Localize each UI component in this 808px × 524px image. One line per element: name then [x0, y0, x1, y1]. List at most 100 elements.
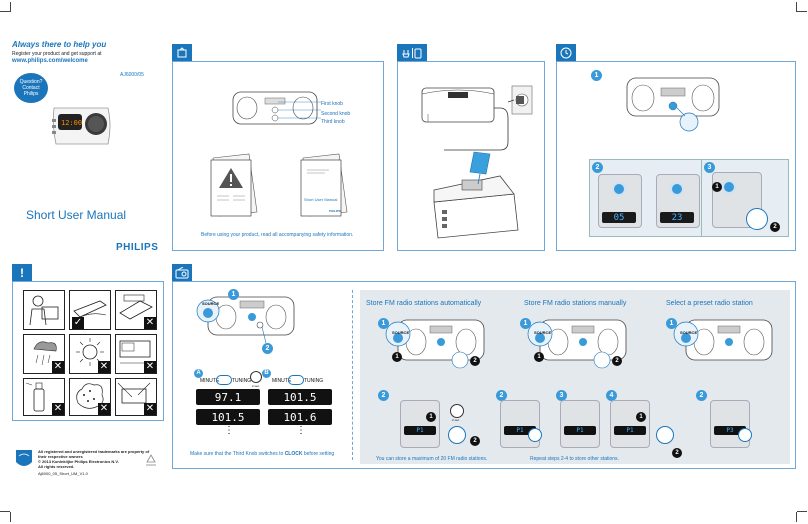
dial-icon: [722, 180, 736, 194]
knob-label-second: Second knob: [321, 111, 351, 117]
safety-cell: [23, 290, 65, 330]
tab-warning-icon: !: [12, 264, 32, 282]
safety-cell: ✕: [115, 334, 157, 374]
tuning-label: TUNING: [232, 378, 252, 384]
press-indicator-1: 1: [392, 352, 402, 362]
step-number: 2: [496, 390, 507, 401]
radio-left-area: SOURCE 1 2 A MINUTE TUNING 2 sec. 97.1 1…: [172, 281, 352, 469]
step-number: 3: [556, 390, 567, 401]
step-letter: A: [194, 369, 203, 378]
panel-setup: First knob Second knob Third knob PHILIP…: [172, 61, 384, 251]
tab-power-icon: [397, 44, 427, 62]
note-text: before setting: [302, 451, 335, 457]
legal-line: © 2013 Koninklijke Philips Electronics N…: [38, 459, 119, 464]
clock-radio-step1: [626, 77, 720, 132]
freq-display: 101.6: [268, 409, 332, 425]
check-mark: ✓: [72, 317, 84, 329]
crop-mark: [796, 2, 797, 12]
set-time-dial: [746, 208, 768, 230]
press-indicator-1: 1: [534, 352, 544, 362]
freq-display: 101.5: [196, 409, 260, 425]
product-image: 12:00: [48, 104, 114, 148]
safety-cell: ✕: [69, 378, 111, 416]
step-number: 1: [666, 318, 677, 329]
tab-clock-icon: [556, 44, 576, 62]
press-indicator-2: 2: [770, 222, 780, 232]
step-number: 3: [704, 162, 715, 173]
mode-switch: [288, 375, 304, 385]
preset-display: P1: [564, 426, 596, 435]
cross-mark: ✕: [52, 403, 64, 415]
step-number: 1: [591, 70, 602, 81]
panel-safety: ✓ ✕ ✕ ✕ ✕ ✕ ✕ ✕: [12, 281, 164, 421]
press-indicator-2: 2: [612, 356, 622, 366]
crop-mark: [797, 511, 807, 512]
heading-auto: Store FM radio stations automatically: [366, 300, 482, 307]
cross-mark: ✕: [144, 403, 156, 415]
press-indicator-2: 2: [470, 436, 480, 446]
model-number: AJ6000/05: [120, 72, 144, 78]
note-bold: CLOCK: [284, 451, 303, 457]
radio-steps-area: Store FM radio stations automatically St…: [360, 290, 790, 464]
bubble-line: Question?: [19, 79, 43, 85]
lcd-hour: 05: [602, 212, 636, 223]
booklet-title: Short User Manual: [304, 197, 338, 202]
preset-display: P1: [504, 426, 536, 435]
crop-mark: [796, 512, 797, 522]
cross-mark: ✕: [144, 361, 156, 373]
press-indicator-1: 1: [426, 412, 436, 422]
press-indicator-1: 1: [712, 182, 722, 192]
source-label: SOURCE: [202, 301, 220, 306]
dial-icon: [656, 426, 674, 444]
dial-icon: [670, 182, 684, 196]
footer-note-right: Repeat steps 2-4 to store other stations…: [530, 456, 619, 462]
legal-line: All rights reserved.: [38, 464, 75, 469]
knob-label-first: First knob: [321, 101, 343, 107]
timer-icon: [250, 371, 262, 383]
clock-digits: 12:00: [61, 119, 82, 127]
safety-booklet: [210, 153, 258, 217]
register-line: Register your product and get support at: [12, 51, 102, 57]
clock-note: Make sure that the Third Knob switches t…: [190, 451, 340, 458]
ellipsis-dots: ⋮: [296, 425, 306, 436]
cross-mark: ✕: [52, 361, 64, 373]
safety-note: Before using your product, read all acco…: [201, 232, 354, 238]
doc-code: Aj6000_05_Short_UM_V1.0: [38, 471, 88, 476]
cover-section: Always there to help you Register your p…: [12, 40, 162, 260]
legal-text: All registered and unregistered trademar…: [38, 449, 149, 476]
step2-box: 2 05 23: [589, 159, 713, 237]
safety-cell: ✕: [115, 378, 157, 416]
ellipsis-dots: ⋮: [224, 425, 234, 436]
cross-mark: ✕: [98, 403, 110, 415]
display-screen: [400, 400, 440, 448]
legal-line: their respective owners: [38, 454, 83, 459]
cross-mark: ✕: [98, 361, 110, 373]
step-number: 4: [606, 390, 617, 401]
contact-bubble: Question? Contact Philips: [14, 73, 48, 103]
recycle-icon: [144, 454, 158, 468]
support-url[interactable]: www.philips.com/welcome: [12, 58, 88, 64]
safety-cell: ✕: [23, 378, 65, 416]
display-screen: [560, 400, 600, 448]
minute-label: MINUTE: [200, 378, 220, 384]
manual-brand: PHILIPS: [329, 209, 341, 213]
step-number: 2: [592, 162, 603, 173]
radio-illustration: [232, 91, 321, 125]
crop-mark: [10, 2, 11, 12]
note-text: Make sure that the Third Knob switches t…: [190, 451, 285, 457]
bubble-line: Philips: [23, 91, 39, 97]
step-number: 2: [262, 343, 273, 354]
heading-preset: Select a preset radio station: [666, 300, 753, 307]
display-screen: [610, 400, 650, 448]
freq-display: 101.5: [268, 389, 332, 405]
preset-display: P1: [404, 426, 436, 435]
dial-icon: [528, 428, 542, 442]
power-illustration: [421, 85, 533, 239]
radio-auto-step1: [385, 319, 485, 369]
manual-title: Short User Manual: [26, 208, 127, 222]
dial-icon: [738, 428, 752, 442]
step-number: 1: [378, 318, 389, 329]
safety-cell: ✕: [115, 290, 157, 330]
bubble-line: Contact: [22, 85, 40, 91]
sec-label: 2 sec.: [452, 418, 461, 422]
